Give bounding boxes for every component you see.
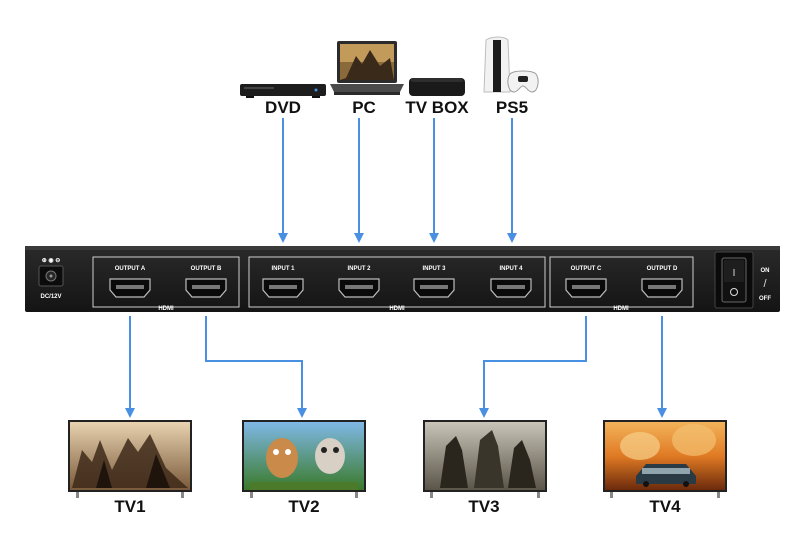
laptop-icon bbox=[330, 41, 404, 95]
arrow-output-c-to-tv3 bbox=[484, 316, 586, 413]
power-label: DC/12V bbox=[40, 294, 61, 300]
hdmi-port-input-2 bbox=[339, 279, 379, 297]
tv3-display bbox=[423, 420, 547, 498]
hdmi-port-input-3 bbox=[414, 279, 454, 297]
hdmi-label-output-cd: HDMI bbox=[613, 306, 629, 312]
display-label-tv1: TV1 bbox=[114, 497, 145, 516]
source-label-ps5: PS5 bbox=[496, 98, 528, 117]
tv2-display bbox=[242, 420, 366, 498]
hdmi-port-input-4 bbox=[491, 279, 531, 297]
power-switch: I bbox=[715, 252, 753, 308]
port-label-input-4: INPUT 4 bbox=[499, 266, 523, 272]
svg-text:I: I bbox=[733, 268, 736, 279]
tv-box-icon bbox=[409, 78, 465, 96]
hdmi-label-output-ab: HDMI bbox=[158, 306, 174, 312]
port-label-input-2: INPUT 2 bbox=[347, 266, 371, 272]
output-arrows bbox=[130, 316, 662, 413]
hdmi-label-inputs: HDMI bbox=[389, 306, 405, 312]
hdmi-port-output-d bbox=[642, 279, 682, 297]
tv4-display bbox=[603, 420, 727, 498]
display-label-tv4: TV4 bbox=[649, 497, 681, 516]
ps5-console-icon bbox=[484, 37, 538, 92]
port-label-output-a: OUTPUT A bbox=[115, 266, 146, 272]
hdmi-matrix-device: ⊕ ◉ ⊖ DC/12V OUTPUT A OUTPUT B INPUT 1 I… bbox=[25, 246, 780, 312]
port-label-output-d: OUTPUT D bbox=[647, 266, 678, 272]
display-label-tv3: TV3 bbox=[468, 497, 499, 516]
source-label-tv-box: TV BOX bbox=[405, 98, 469, 117]
tv1-display bbox=[68, 420, 192, 498]
port-label-output-b: OUTPUT B bbox=[191, 266, 222, 272]
svg-text:⊕ ◉ ⊖: ⊕ ◉ ⊖ bbox=[42, 258, 61, 264]
dvd-player-icon bbox=[240, 84, 326, 98]
hdmi-port-output-b bbox=[186, 279, 226, 297]
hdmi-port-output-a bbox=[110, 279, 150, 297]
source-label-pc: PC bbox=[352, 98, 376, 117]
arrow-output-b-to-tv2 bbox=[206, 316, 302, 413]
port-label-input-1: INPUT 1 bbox=[271, 266, 295, 272]
port-label-input-3: INPUT 3 bbox=[422, 266, 446, 272]
hdmi-port-input-1 bbox=[263, 279, 303, 297]
hdmi-port-output-c bbox=[566, 279, 606, 297]
switch-label-off: OFF bbox=[759, 296, 771, 302]
source-label-dvd: DVD bbox=[265, 98, 301, 117]
port-label-output-c: OUTPUT C bbox=[571, 266, 602, 272]
display-label-tv2: TV2 bbox=[288, 497, 319, 516]
switch-label-on: ON bbox=[761, 268, 770, 274]
input-arrows bbox=[283, 118, 512, 238]
